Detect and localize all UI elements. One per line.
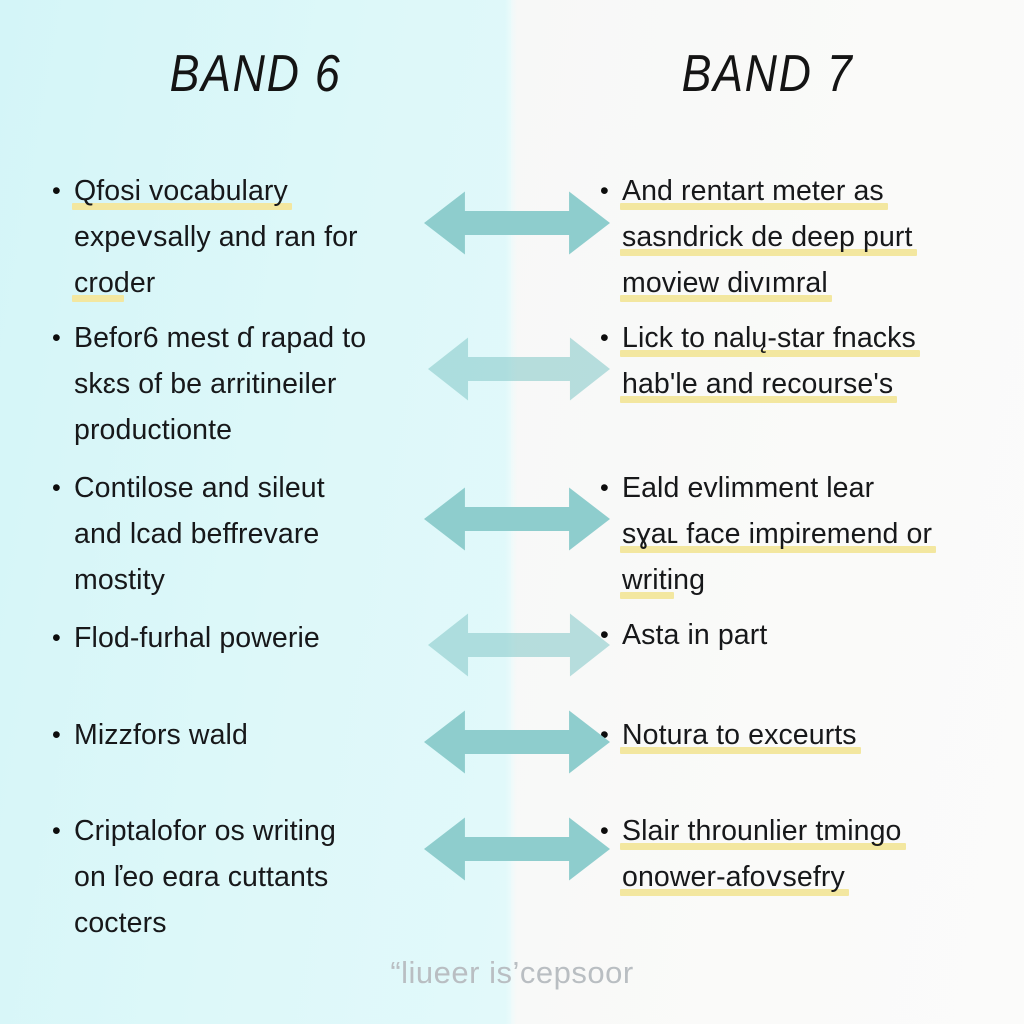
highlighted-text-line: moview divımral xyxy=(622,260,828,306)
list-item[interactable]: •Flod-furhal powerie xyxy=(52,615,320,661)
list-item-text: Contilose and sileutand lcad beffrevarem… xyxy=(74,465,325,603)
text-line: Contilose and sileut xyxy=(74,465,325,511)
text-line: expeⅴsally and ran for xyxy=(74,214,358,260)
highlighted-text-line: hab'le and recourse's xyxy=(622,361,893,407)
list-item-text: Flod-furhal powerie xyxy=(74,615,320,661)
list-item[interactable]: •Lick to nalų-star fnackshab'le and reco… xyxy=(600,315,916,407)
double-arrow-icon xyxy=(428,332,610,406)
list-item-text: Asta in part xyxy=(622,612,767,658)
text-line: Flod-furhal powerie xyxy=(74,615,320,661)
highlighted-text-line: Slair throunlier tmingo xyxy=(622,808,902,854)
list-item[interactable]: •Qfosi vocabularyexpeⅴsally and ran forc… xyxy=(52,168,358,306)
list-item[interactable]: •Criptalofor os writingon ľeo eɑra cutta… xyxy=(52,808,336,946)
bullet-dot-icon: • xyxy=(52,712,74,758)
list-item-text: Eald evlimment learsɣaʟ face impiremend … xyxy=(622,465,932,603)
highlighted-text-line: Qfosi vocabulary xyxy=(74,168,288,214)
list-item-text: Mizzfors wald xyxy=(74,712,248,758)
highlighted-text-line: Lick to nalų-star fnacks xyxy=(622,315,916,361)
text-line: Eald evlimment lear xyxy=(622,465,874,511)
list-item[interactable]: •Asta in part xyxy=(600,612,767,658)
highlighted-text-line: sasndrick de deep purt xyxy=(622,214,913,260)
list-item-text: Notura to exceurts xyxy=(622,712,857,758)
highlighted-text-line: And rentart meter as xyxy=(622,168,884,214)
highlighted-text-line: Notura to exceurts xyxy=(622,712,857,758)
highlighted-text-line: croder xyxy=(74,260,155,306)
text-line: Mizzfors wald xyxy=(74,712,248,758)
text-line: productionte xyxy=(74,407,232,453)
page-title-band-7: BAND 7 xyxy=(547,44,988,104)
double-arrow-icon xyxy=(424,186,610,260)
list-item-text: Qfosi vocabularyexpeⅴsally and ran forcr… xyxy=(74,168,358,306)
page-title-band-6: BAND 6 xyxy=(36,44,475,104)
double-arrow-icon xyxy=(428,608,610,682)
footer-caption: “liueer is’cepsoor xyxy=(0,955,1024,991)
bullet-dot-icon: • xyxy=(52,808,74,854)
list-item[interactable]: •And rentart meter assasndrick de deep p… xyxy=(600,168,913,306)
text-line: mostity xyxy=(74,557,165,603)
highlighted-text-line: onower-afoⅴsefry xyxy=(622,854,845,900)
list-item[interactable]: •Notura to exceurts xyxy=(600,712,857,758)
list-item[interactable]: •Slair throunlier tmingoonower-afoⅴsefry xyxy=(600,808,902,900)
text-line: Criptalofor os writing xyxy=(74,808,336,854)
list-item[interactable]: •Befor6 mest ɗ rapad toskɛs of be arrit… xyxy=(52,315,366,453)
list-item-text: Lick to nalų-star fnackshab'le and recou… xyxy=(622,315,916,407)
bullet-dot-icon: • xyxy=(52,168,74,214)
bullet-dot-icon: • xyxy=(52,465,74,511)
list-item-text: And rentart meter assasndrick de deep pu… xyxy=(622,168,913,306)
list-item[interactable]: •Contilose and sileutand lcad beffrevare… xyxy=(52,465,325,603)
double-arrow-icon xyxy=(424,482,610,556)
text-line: on ľeo eɑra cuttants xyxy=(74,854,328,900)
text-line: cocters xyxy=(74,900,167,946)
text-line: and lcad beffrevare xyxy=(74,511,319,557)
list-item-text: Slair throunlier tmingoonower-afoⅴsefry xyxy=(622,808,902,900)
highlighted-text-line: writing xyxy=(622,557,705,603)
highlighted-text-line: sɣaʟ face impiremend or xyxy=(622,511,932,557)
double-arrow-icon xyxy=(424,812,610,886)
list-item[interactable]: •Mizzfors wald xyxy=(52,712,248,758)
text-line: Befor6 mest ɗ rapad to xyxy=(74,315,366,361)
text-line: Asta in part xyxy=(622,612,767,658)
list-item-text: Criptalofor os writingon ľeo eɑra cuttan… xyxy=(74,808,336,946)
bullet-dot-icon: • xyxy=(52,315,74,361)
double-arrow-icon xyxy=(424,705,610,779)
bullet-dot-icon: • xyxy=(52,615,74,661)
list-item[interactable]: •Eald evlimment learsɣaʟ face impiremend… xyxy=(600,465,932,603)
text-line: skɛs of be arritineiler xyxy=(74,361,336,407)
list-item-text: Befor6 mest ɗ rapad toskɛs of be arriti… xyxy=(74,315,366,453)
